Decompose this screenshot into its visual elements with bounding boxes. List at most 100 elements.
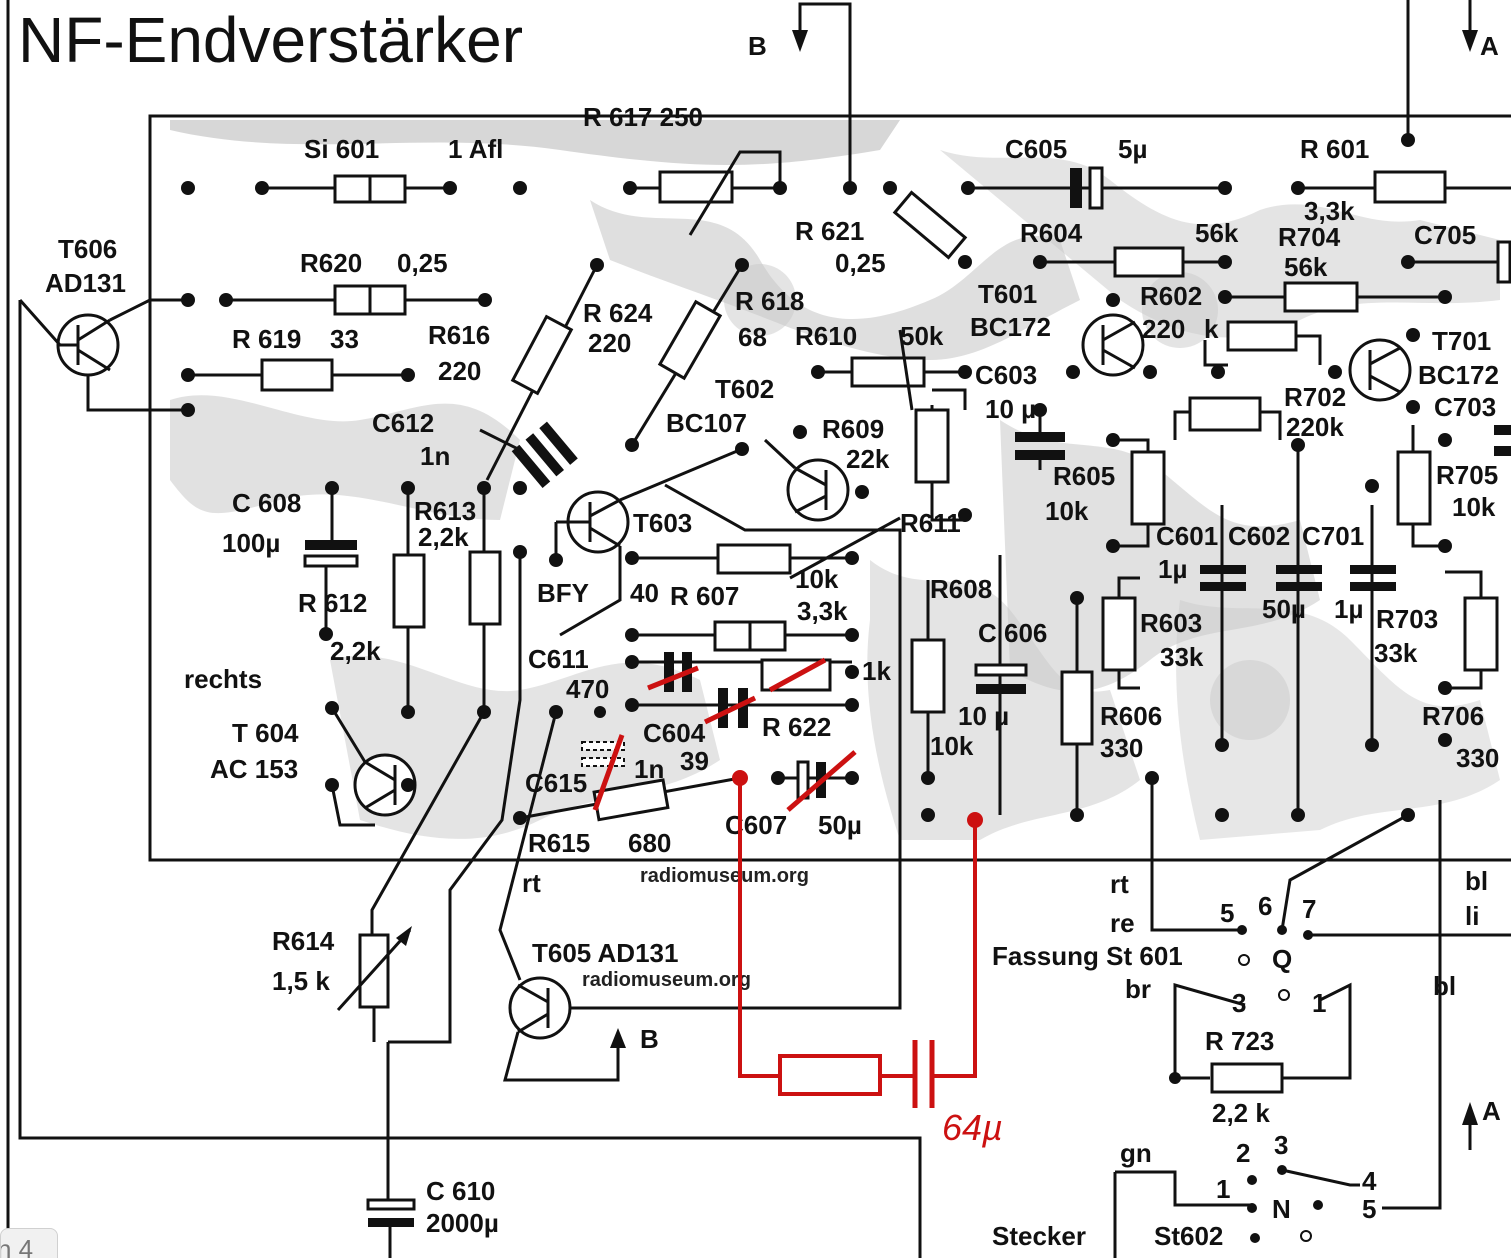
svg-text:BC172: BC172	[1418, 360, 1499, 390]
svg-text:C 608: C 608	[232, 488, 301, 518]
svg-text:5: 5	[1362, 1194, 1376, 1224]
svg-text:br: br	[1125, 974, 1151, 1004]
node-a-top: A	[1406, 0, 1499, 140]
label-r621: R 621	[795, 216, 864, 246]
svg-text:100µ: 100µ	[222, 528, 280, 558]
label-c603: C603	[975, 360, 1037, 390]
label-r601-value: 3,3k	[1304, 196, 1355, 226]
node-b-bottom: B	[640, 1024, 659, 1054]
svg-text:C602: C602	[1228, 521, 1290, 551]
label-r619-value: 33	[330, 324, 359, 354]
label-r603: R603	[1140, 608, 1202, 638]
label-r609: R609	[822, 414, 884, 444]
svg-text:1,5 k: 1,5 k	[272, 966, 330, 996]
label-rechts: rechts	[184, 664, 262, 694]
label-r604: R604	[1020, 218, 1083, 248]
svg-text:C 610: C 610	[426, 1176, 495, 1206]
svg-text:Stecker: Stecker	[992, 1221, 1086, 1251]
label-c703: C703	[1434, 392, 1496, 422]
transistor-t604: T 604 AC 153	[210, 701, 417, 827]
svg-text:7: 7	[1302, 894, 1316, 924]
label-r624-value: 220	[588, 328, 631, 358]
label-r601: R 601	[1300, 134, 1369, 164]
label-r602: R602	[1140, 281, 1202, 311]
svg-text:BC172: BC172	[970, 312, 1051, 342]
label-r606: R606	[1100, 701, 1162, 731]
svg-text:1µ: 1µ	[1334, 594, 1363, 624]
label-r616-value: 220	[438, 356, 481, 386]
watermark-1: radiomuseum.org	[640, 865, 809, 887]
transistor-t602: T602 BC107	[666, 374, 869, 522]
svg-text:R 723: R 723	[1205, 1026, 1274, 1056]
label-r610: R610	[795, 321, 857, 351]
svg-text:A: A	[1480, 31, 1499, 61]
svg-text:gn: gn	[1120, 1138, 1152, 1168]
svg-text:B: B	[748, 31, 767, 61]
svg-text:AD131: AD131	[45, 268, 126, 298]
label-r621-value: 0,25	[835, 248, 886, 278]
svg-text:rt: rt	[1110, 869, 1129, 899]
svg-text:BFY: BFY	[537, 578, 589, 608]
capacitor-c612: C612 1n	[372, 408, 578, 488]
label-r702-value: 220k	[1286, 412, 1344, 442]
label-r610-value: 50k	[900, 321, 944, 351]
svg-text:C601: C601	[1156, 521, 1218, 551]
svg-text:T601: T601	[978, 279, 1037, 309]
label-red-cap: 64µ	[942, 1107, 1003, 1148]
svg-text:T 604: T 604	[232, 718, 299, 748]
label-rt: rt	[522, 868, 541, 898]
transistor-t606: T606 AD131	[18, 234, 922, 1258]
label-r602-unit: k	[1204, 314, 1219, 344]
svg-text:T606: T606	[58, 234, 117, 264]
label-c606: C 606	[978, 618, 1047, 648]
label-r615-value: 680	[628, 828, 671, 858]
label-r622-value: 1k	[862, 656, 891, 686]
label-r704-value: 56k	[1284, 252, 1328, 282]
svg-text:re: re	[1110, 908, 1135, 938]
label-r611: R611	[900, 508, 961, 538]
svg-text:N: N	[1272, 1194, 1291, 1224]
label-r703: R703	[1376, 604, 1438, 634]
transistor-t701: T701 BC172	[1211, 326, 1499, 414]
capacitor-c610: C 610 2000µ	[366, 1042, 499, 1258]
label-r603-value: 33k	[1160, 642, 1204, 672]
label-r620-value: 0,25	[397, 248, 448, 278]
svg-text:A: A	[1482, 1096, 1501, 1126]
svg-text:2: 2	[1236, 1138, 1250, 1168]
svg-text:BC107: BC107	[666, 408, 747, 438]
label-r702: R702	[1284, 382, 1346, 412]
label-c611-value: 470	[566, 674, 609, 704]
transistor-t601: T601 BC172	[970, 279, 1157, 379]
svg-text:5: 5	[1220, 898, 1234, 928]
label-r605: R605	[1053, 461, 1115, 491]
label-r705: R705	[1436, 460, 1498, 490]
label-r607: R 607	[670, 581, 739, 611]
label-c615-value: 1n	[634, 754, 664, 784]
svg-text:St602: St602	[1154, 1221, 1223, 1251]
label-r609-value: 22k	[846, 444, 890, 474]
svg-text:3: 3	[1274, 1130, 1288, 1160]
label-r616: R616	[428, 320, 490, 350]
label-r620: R620	[300, 248, 362, 278]
svg-text:1: 1	[1216, 1174, 1230, 1204]
label-r602-value: 220	[1142, 314, 1185, 344]
connector-st602: gn 2 3 1 N 4 5 Stecker St602	[992, 1130, 1377, 1258]
svg-text:6: 6	[1258, 891, 1272, 921]
label-c604: C604	[643, 718, 706, 748]
label-r607-value: 3,3k	[797, 596, 848, 626]
label-c611: C611	[528, 644, 589, 674]
svg-text:Q: Q	[1272, 944, 1292, 974]
diagram-title: NF-Endverstärker	[18, 4, 523, 76]
label-si601: Si 601	[304, 134, 379, 164]
svg-text:T701: T701	[1432, 326, 1491, 356]
label-r613-value: 2,2k	[418, 522, 469, 552]
node-b-top: B	[748, 2, 852, 190]
svg-text:1n: 1n	[420, 441, 450, 471]
label-r604-value: 56k	[1195, 218, 1239, 248]
page-tab[interactable]: n 4	[0, 1228, 58, 1258]
svg-text:T605 AD131: T605 AD131	[532, 938, 678, 968]
label-r608-value: 10k	[930, 731, 974, 761]
watermark-2: radiomuseum.org	[582, 969, 751, 991]
svg-text:bl: bl	[1433, 971, 1456, 1001]
label-r613: R613	[414, 496, 476, 526]
